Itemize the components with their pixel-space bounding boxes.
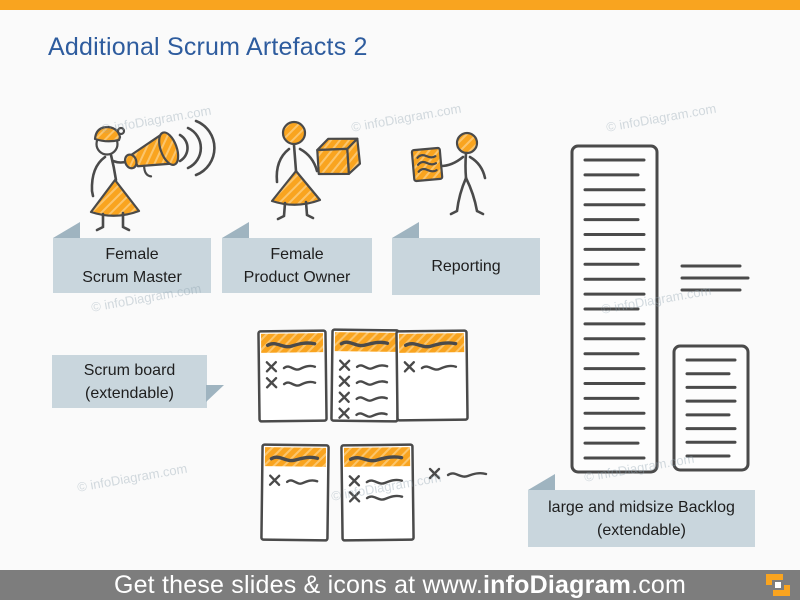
watermark: © infoDiagram.com bbox=[605, 100, 718, 135]
backlog-icon bbox=[570, 144, 750, 474]
label-line: large and midsize Backlog bbox=[548, 498, 735, 516]
loose-task-item bbox=[428, 467, 441, 480]
female-scrum-master-icon bbox=[89, 119, 216, 232]
label-line: Female bbox=[105, 245, 159, 263]
watermark: © infoDiagram.com bbox=[330, 469, 443, 504]
label-line: (extendable) bbox=[597, 521, 686, 539]
midsize-backlog-document bbox=[672, 344, 750, 472]
footer-bar: Get these slides & icons at www.infoDiag… bbox=[0, 570, 800, 600]
scrum-board-icon bbox=[257, 328, 488, 542]
product-box-icon bbox=[316, 137, 362, 176]
watermark: © infoDiagram.com bbox=[583, 450, 696, 485]
large-backlog-document bbox=[570, 144, 659, 474]
watermark: © infoDiagram.com bbox=[350, 100, 463, 135]
sticky-card bbox=[260, 443, 330, 542]
watermark: © infoDiagram.com bbox=[76, 460, 189, 495]
watermark: © infoDiagram.com bbox=[100, 102, 213, 137]
label-female-product-owner: Female Product Owner bbox=[222, 238, 372, 293]
footer-text-suffix: .com bbox=[631, 570, 687, 599]
label-female-scrum-master: Female Scrum Master bbox=[53, 238, 211, 293]
label-line: Reporting bbox=[431, 258, 501, 275]
label-line: Female bbox=[270, 245, 324, 263]
footer-brand-link[interactable]: infoDiagram bbox=[483, 570, 632, 599]
megaphone-icon bbox=[123, 131, 180, 178]
sticky-card bbox=[257, 329, 328, 423]
label-line: Scrum Master bbox=[82, 268, 182, 286]
sticky-card bbox=[395, 329, 469, 422]
label-reporting: Reporting bbox=[392, 238, 540, 295]
reporting-icon bbox=[410, 131, 487, 216]
sticky-card bbox=[330, 328, 400, 423]
sticky-card bbox=[340, 443, 415, 542]
footer-text: Get these slides & icons at www. bbox=[113, 570, 483, 599]
watermark: © infoDiagram.com bbox=[600, 282, 713, 317]
infodiagram-logo-icon bbox=[765, 572, 791, 598]
label-backlog: large and midsize Backlog (extendable) bbox=[528, 490, 755, 547]
label-line: Product Owner bbox=[243, 268, 351, 286]
slide-title: Additional Scrum Artefacts 2 bbox=[48, 33, 368, 61]
label-line: Scrum board bbox=[83, 361, 176, 379]
label-scrum-board: Scrum board (extendable) bbox=[52, 355, 207, 408]
report-document-icon bbox=[410, 146, 444, 183]
female-product-owner-icon bbox=[270, 120, 362, 221]
top-accent-bar bbox=[0, 0, 800, 10]
label-line: (extendable) bbox=[85, 384, 174, 402]
